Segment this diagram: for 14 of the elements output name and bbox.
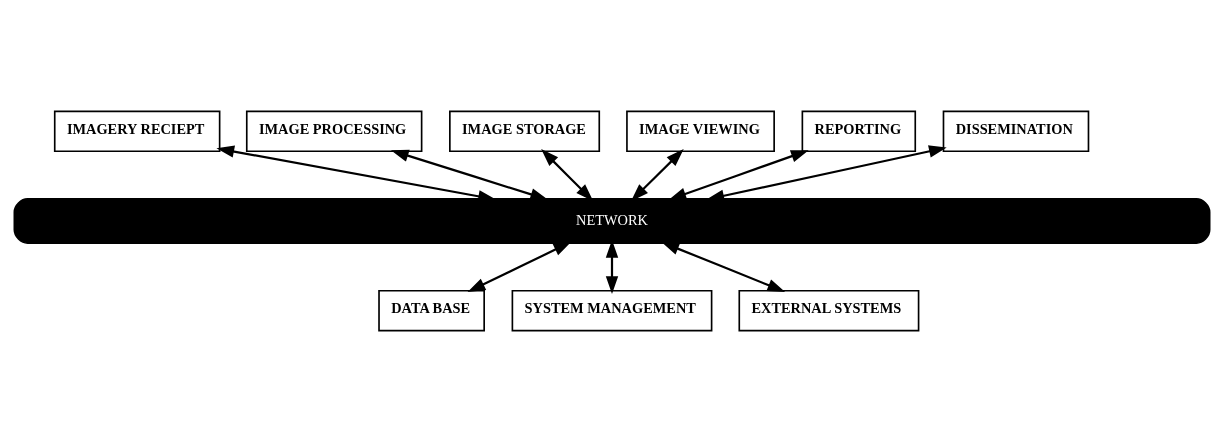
node-box: IMAGE STORAGE [449,110,601,153]
node-box: DATA BASE [378,289,485,332]
arrow [390,149,549,201]
node-box: DISSEMINATION [942,110,1090,153]
node-box: SYSTEM MANAGEMENT [511,289,713,332]
node-box: EXTERNAL SYSTEMS [738,289,920,332]
node-box: IMAGE VIEWING [626,110,775,153]
node-box: REPORTING [801,110,917,153]
arrow [661,242,786,292]
node-box: NETWORK [13,198,1211,244]
node-box: IMAGERY RECIEPT [53,110,221,153]
arrow [467,241,572,293]
node-box: IMAGE PROCESSING [245,110,423,153]
arrow [668,150,809,200]
